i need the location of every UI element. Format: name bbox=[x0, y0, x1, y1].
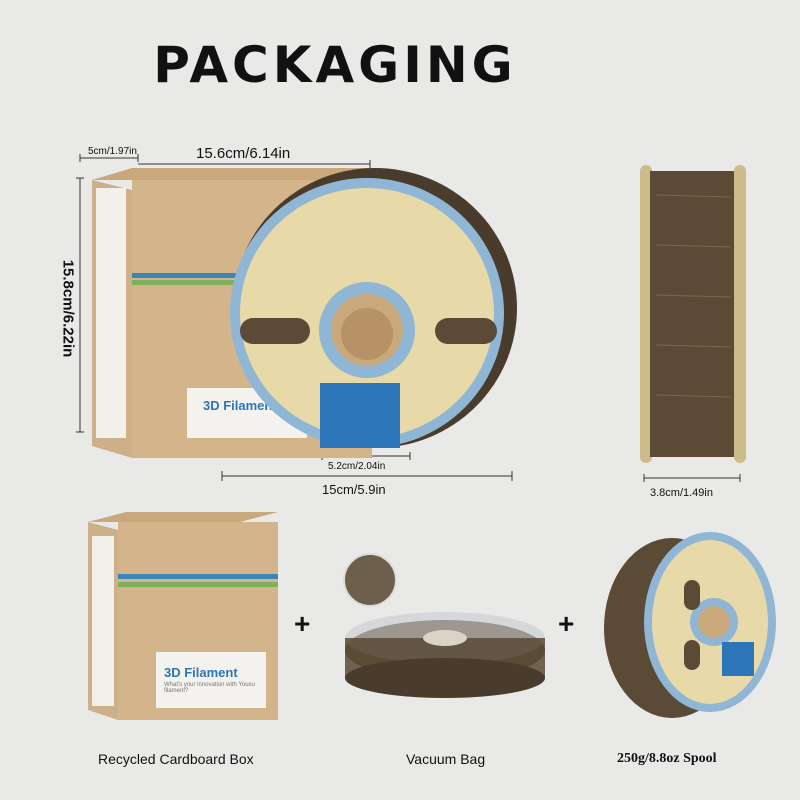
spool-diameter-label: 15cm/5.9in bbox=[322, 482, 386, 497]
caption-vacuum-bag: Vacuum Bag bbox=[406, 751, 486, 767]
spool-front-large bbox=[230, 168, 517, 448]
plus-sign-2: + bbox=[558, 608, 575, 639]
page-title: PACKAGING bbox=[153, 36, 517, 94]
plus-sign-1: + bbox=[294, 608, 311, 639]
spool-side-view bbox=[640, 165, 746, 463]
vacuum-bag bbox=[343, 553, 545, 698]
box-depth-label: 5cm/1.97in bbox=[88, 146, 137, 157]
box-tagline: What's your innovation with Youxu filame… bbox=[164, 682, 255, 694]
box-width-label: 15.6cm/6.14in bbox=[196, 145, 291, 162]
spool-width-label: 3.8cm/1.49in bbox=[650, 487, 713, 499]
box-height-label: 15.8cm/6.22in bbox=[60, 239, 77, 379]
spool-hole-label: 5.2cm/2.04in bbox=[328, 461, 386, 472]
box-label-small: 3D Filament bbox=[164, 665, 238, 680]
spool-small bbox=[604, 532, 776, 718]
caption-spool: 250g/8.8oz Spool bbox=[617, 751, 717, 766]
caption-cardboard-box: Recycled Cardboard Box bbox=[98, 751, 254, 767]
cardboard-box-small bbox=[88, 512, 278, 720]
box-label-large: 3D Filament bbox=[203, 398, 277, 413]
box-height-text: 15.8cm/6.22in bbox=[59, 259, 77, 358]
